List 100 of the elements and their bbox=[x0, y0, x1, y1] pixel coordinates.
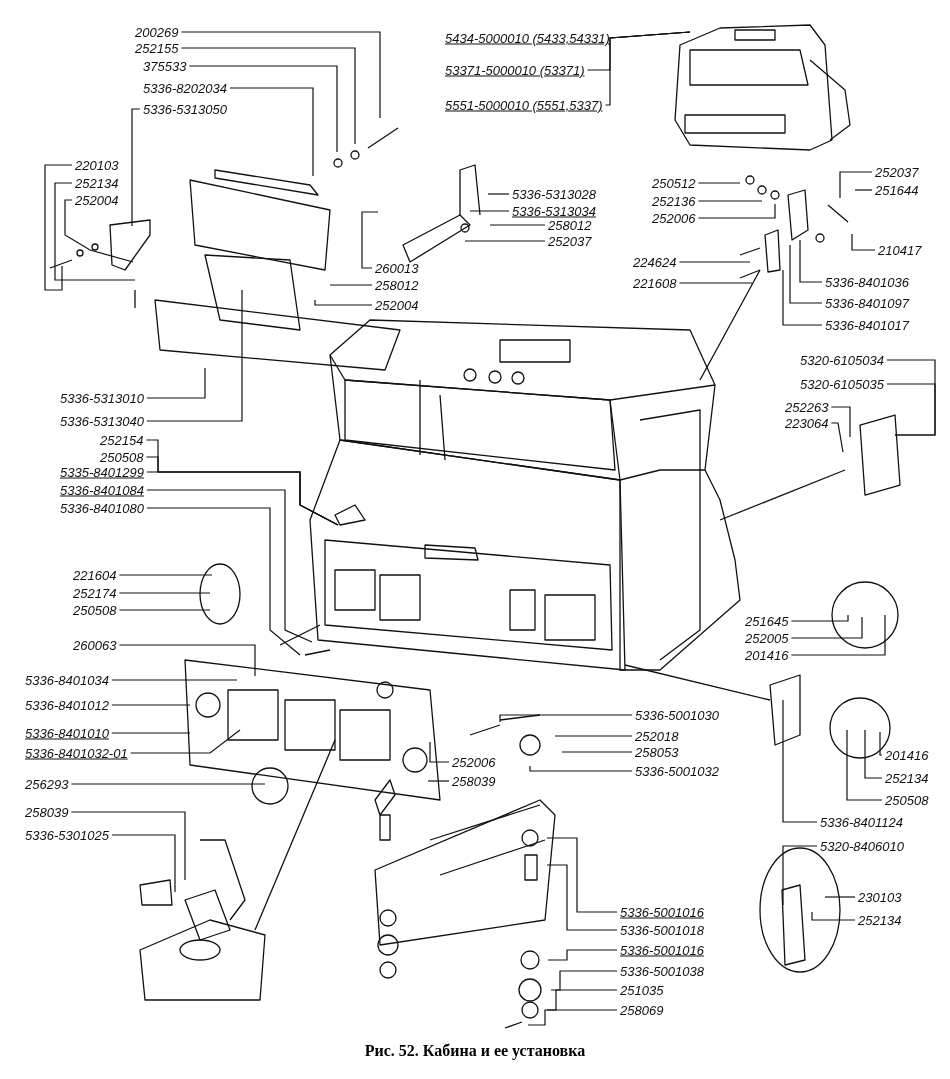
leader-line bbox=[782, 269, 823, 326]
callout-number: 5336-8401010 bbox=[25, 725, 109, 741]
leader-line bbox=[527, 1009, 618, 1026]
leader-line bbox=[546, 864, 618, 931]
callout-number: 250508 bbox=[100, 449, 144, 465]
leader-line bbox=[499, 714, 633, 723]
leader-line bbox=[111, 679, 238, 681]
leader-line bbox=[146, 507, 301, 656]
leader-line bbox=[605, 31, 691, 106]
leader-line bbox=[851, 233, 876, 251]
callout-number: 5336-5001030 bbox=[635, 707, 719, 723]
leader-line bbox=[839, 171, 873, 199]
leader-line bbox=[131, 108, 141, 227]
leader-line bbox=[64, 199, 134, 263]
leader-line bbox=[678, 261, 751, 263]
leader-line bbox=[782, 699, 818, 823]
leader-line bbox=[782, 845, 818, 906]
leader-line bbox=[429, 741, 450, 763]
callout-number: 5336-5313010 bbox=[60, 390, 144, 406]
callout-number: 252005 bbox=[745, 630, 789, 646]
callout-number: 5336-5313034 bbox=[512, 203, 596, 219]
callout-number: 251645 bbox=[745, 613, 789, 629]
leader-line bbox=[188, 65, 338, 153]
callout-number: 250508 bbox=[885, 792, 929, 808]
leader-line bbox=[529, 765, 633, 772]
leader-line bbox=[790, 614, 886, 656]
leader-line bbox=[469, 210, 510, 212]
leader-line bbox=[697, 182, 741, 184]
leader-line bbox=[790, 616, 863, 639]
leader-line bbox=[789, 244, 823, 304]
callout-number: 375533 bbox=[143, 58, 187, 74]
leader-line bbox=[697, 203, 776, 219]
callout-number: 252155 bbox=[135, 40, 179, 56]
leader-line bbox=[314, 299, 373, 306]
callout-number: 223064 bbox=[785, 415, 829, 431]
callout-number: 5551-5000010 (5551,5337) bbox=[445, 97, 603, 113]
callout-number: 53371-5000010 (53371) bbox=[445, 62, 585, 78]
callout-number: 251644 bbox=[875, 182, 919, 198]
leader-line bbox=[180, 47, 356, 145]
leader-line bbox=[550, 970, 618, 991]
leader-line bbox=[799, 239, 823, 283]
leader-line bbox=[361, 211, 379, 269]
callout-number: 250508 bbox=[73, 602, 117, 618]
leader-line bbox=[118, 592, 211, 594]
callout-number: 5336-5313028 bbox=[512, 186, 596, 202]
callout-number: 252136 bbox=[652, 193, 696, 209]
leader-line bbox=[70, 783, 266, 785]
callout-number: 252037 bbox=[548, 233, 592, 249]
callout-number: 5336-8401080 bbox=[60, 500, 144, 516]
callout-number: 5336-5001032 bbox=[635, 763, 719, 779]
callout-number: 251035 bbox=[620, 982, 664, 998]
callout-number: 252174 bbox=[73, 585, 117, 601]
callout-number: 258039 bbox=[25, 804, 69, 820]
leader-line bbox=[830, 406, 851, 438]
leader-line bbox=[118, 574, 213, 576]
callout-number: 252154 bbox=[100, 432, 144, 448]
leader-line bbox=[487, 193, 510, 195]
leader-line bbox=[830, 422, 844, 453]
callout-number: 5336-5001038 bbox=[620, 963, 704, 979]
callout-number: 5336-8202034 bbox=[143, 80, 227, 96]
leader-line bbox=[547, 949, 618, 961]
callout-number: 252004 bbox=[75, 192, 119, 208]
leader-line bbox=[146, 367, 206, 399]
callout-number: 210417 bbox=[878, 242, 922, 258]
callout-number: 5336-8401012 bbox=[25, 697, 109, 713]
callout-number: 252134 bbox=[75, 175, 119, 191]
callout-number: 201416 bbox=[745, 647, 789, 663]
callout-number: 5336-8401097 bbox=[825, 295, 909, 311]
callout-number: 252006 bbox=[652, 210, 696, 226]
figure-caption: Рис. 52. Кабина и ее установка bbox=[364, 1042, 586, 1060]
leader-line bbox=[118, 644, 256, 677]
leader-line bbox=[44, 164, 73, 291]
callout-number: 5336-5001016 bbox=[620, 942, 704, 958]
leader-line bbox=[329, 284, 373, 286]
callout-number: 5320-6105035 bbox=[800, 376, 884, 392]
callout-number: 5320-6105034 bbox=[800, 352, 884, 368]
leader-line bbox=[111, 834, 176, 893]
leader-line bbox=[561, 751, 633, 753]
leader-line bbox=[229, 87, 314, 177]
leader-line bbox=[790, 614, 849, 622]
leader-line bbox=[546, 837, 618, 913]
callout-number: 252018 bbox=[635, 728, 679, 744]
leader-line bbox=[846, 729, 883, 801]
leader-line bbox=[489, 224, 546, 226]
callout-number: 258012 bbox=[548, 217, 592, 233]
callout-number: 5336-8401036 bbox=[825, 274, 909, 290]
leader-line bbox=[118, 609, 211, 611]
callout-number: 5320-8406010 bbox=[820, 838, 904, 854]
callout-number: 258039 bbox=[452, 773, 496, 789]
leader-line bbox=[130, 729, 241, 754]
leader-line bbox=[811, 911, 856, 921]
callout-number: 230103 bbox=[858, 889, 902, 905]
leader-line bbox=[427, 780, 450, 782]
callout-number: 5336-8401034 bbox=[25, 672, 109, 688]
leader-line bbox=[111, 732, 191, 734]
callout-number: 258069 bbox=[620, 1002, 664, 1018]
callout-number: 201416 bbox=[885, 747, 929, 763]
callout-number: 258012 bbox=[375, 277, 419, 293]
leader-line bbox=[146, 489, 313, 643]
callout-number: 224624 bbox=[633, 254, 677, 270]
